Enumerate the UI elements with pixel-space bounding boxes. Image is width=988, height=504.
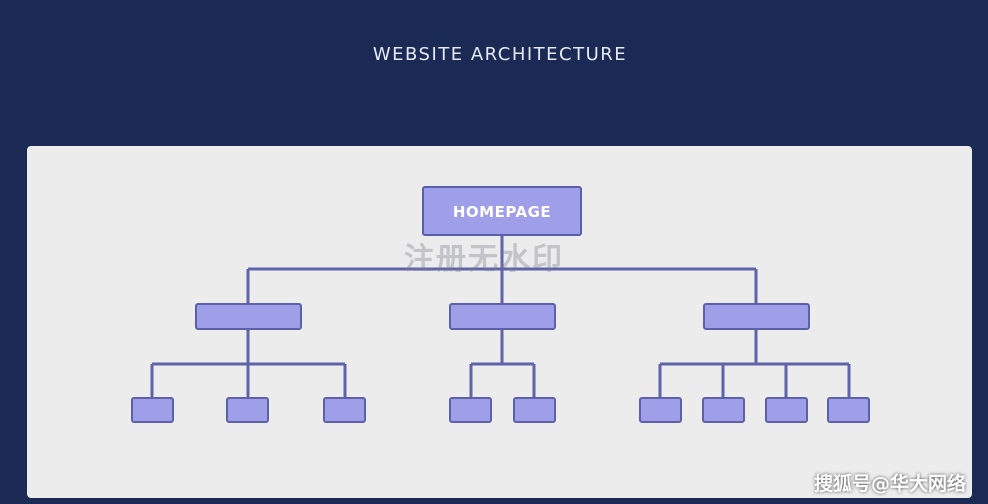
page-node <box>449 397 492 423</box>
homepage-label: HOMEPAGE <box>453 203 551 221</box>
page-node <box>639 397 682 423</box>
connector-lines <box>150 234 851 398</box>
page-node <box>131 397 174 423</box>
watermark: 注册无水印 <box>404 242 564 277</box>
page-node <box>323 397 366 423</box>
source-credit: 搜狐号@华大网络 <box>813 473 966 495</box>
page-node <box>702 397 745 423</box>
section-node-2 <box>449 303 556 330</box>
page-node <box>513 397 556 423</box>
section-node-3 <box>703 303 810 330</box>
homepage-box <box>422 186 582 236</box>
page-node <box>765 397 808 423</box>
diagram-title: WEBSITE ARCHITECTURE <box>372 44 628 65</box>
page-node <box>827 397 870 423</box>
homepage-node: HOMEPAGE <box>422 186 582 236</box>
section-node-1 <box>195 303 302 330</box>
page-node <box>226 397 269 423</box>
